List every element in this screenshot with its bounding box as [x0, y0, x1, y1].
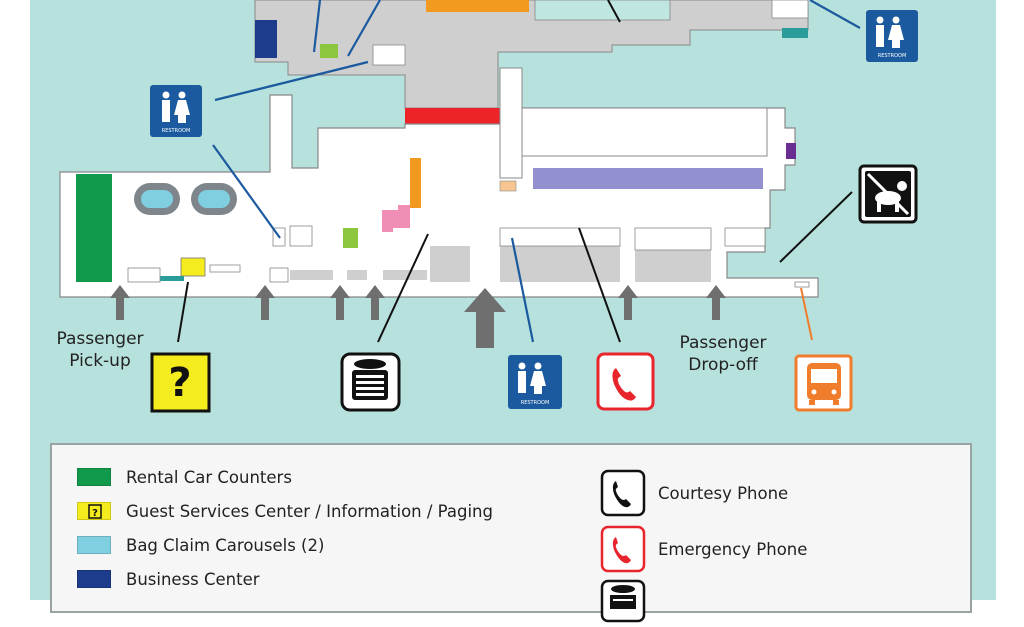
legend-label: Emergency Phone [658, 539, 808, 559]
bag-claim-carousel [134, 183, 180, 215]
emergency-phone-icon [596, 352, 655, 411]
bus-icon [794, 354, 853, 412]
legend-item-bag-claim: Bag Claim Carousels (2) [77, 533, 324, 557]
rental-car-swatch [77, 468, 111, 486]
svg-text:?: ? [168, 360, 191, 406]
legend-label: Bag Claim Carousels (2) [126, 535, 325, 555]
legend-label: Courtesy Phone [658, 483, 789, 503]
tty-phone-icon [340, 352, 401, 412]
legend-item-business-center: Business Center [77, 567, 260, 591]
orange-gate-area [426, 0, 529, 12]
guest-services [180, 257, 206, 277]
floor-plan: RESTROOM RESTROOM RESTROOM [59, 0, 918, 413]
business-center-swatch [77, 570, 111, 588]
legend: Rental Car Counters ? Guest Services Cen… [50, 443, 972, 623]
legend-label: Business Center [126, 569, 260, 589]
rental-car-counters [76, 174, 112, 282]
green-small-upper [320, 44, 338, 58]
passenger-dropoff-label: Passenger Drop-off [679, 333, 767, 375]
restroom-icon: RESTROOM [150, 85, 202, 137]
no-dogs-icon [858, 164, 918, 224]
purple-gate-area [533, 168, 763, 189]
restroom-text: RESTROOM [878, 53, 907, 59]
legend-item-rental-car: Rental Car Counters [77, 465, 292, 489]
legend-item-tty-phone [600, 579, 658, 623]
bag-claim-swatch [77, 536, 111, 554]
passenger-pickup-label: Passenger Pick-up [56, 329, 144, 371]
question-icon: ? [77, 502, 111, 520]
restroom-text: RESTROOM [521, 400, 550, 406]
legend-item-emergency-phone: Emergency Phone [600, 523, 807, 575]
legend-item-guest-services: ? Guest Services Center / Information / … [77, 499, 493, 523]
main-entrance-arrow [464, 288, 506, 348]
legend-label: Rental Car Counters [126, 467, 292, 487]
question-icon: ? [150, 352, 211, 413]
bag-claim-carousel [191, 183, 237, 215]
restroom-text: RESTROOM [162, 128, 191, 134]
courtesy-phone-icon [600, 469, 646, 517]
legend-label: Guest Services Center / Information / Pa… [126, 501, 493, 521]
legend-item-courtesy-phone: Courtesy Phone [600, 467, 788, 519]
main-terminal [59, 67, 819, 298]
business-center [255, 20, 277, 58]
svg-text:?: ? [92, 508, 98, 519]
upper-concourse [254, 0, 809, 109]
emergency-phone-icon [600, 525, 646, 573]
restroom-icon: RESTROOM [866, 10, 918, 62]
entrance-arrows [110, 285, 726, 348]
tty-phone-icon [600, 579, 646, 623]
orange-kiosk [410, 158, 421, 208]
leader-lines [212, 0, 861, 343]
restroom-icon: RESTROOM [508, 355, 562, 409]
security-checkpoint [405, 108, 500, 124]
